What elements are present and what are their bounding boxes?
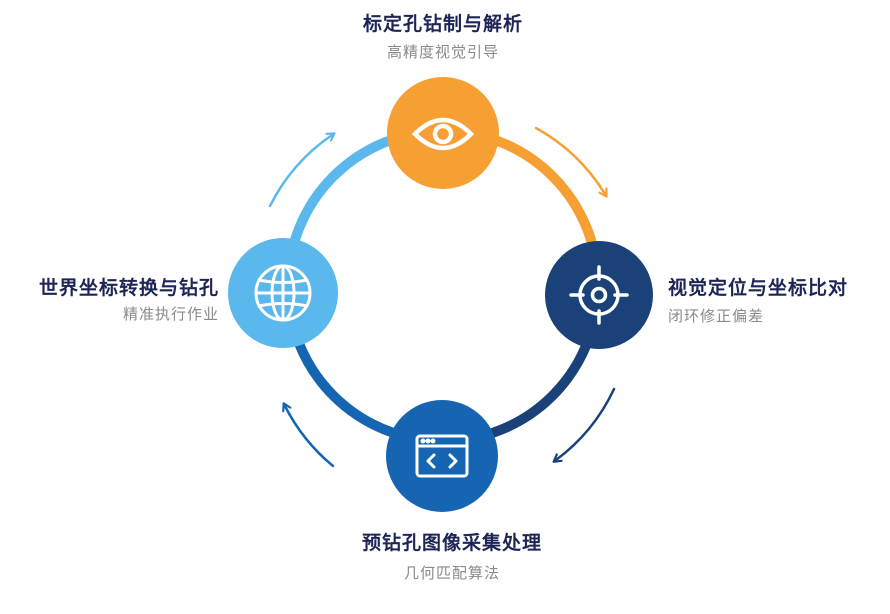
step-node-world-coordinate [228,238,338,348]
flow-arrow-top-left [268,135,332,208]
step-node-calibration [387,77,499,189]
flow-arrow-bottom-right [556,387,616,460]
step-subtitle-image-acquisition: 几何匹配算法 [403,564,501,582]
globe-icon [254,264,312,322]
step-title-calibration: 标定孔钻制与解析 [362,13,524,35]
step-title-visual-positioning: 视觉定位与坐标比对 [668,277,849,299]
crosshair-target-icon [569,265,629,325]
step-subtitle-calibration: 高精度视觉引导 [386,43,500,61]
step-title-world-coordinate: 世界坐标转换与钻孔 [38,277,219,299]
step-subtitle-visual-positioning: 闭环修正偏差 [668,307,765,325]
code-window-icon [415,434,469,478]
flow-arrow-top-right [534,126,605,194]
flow-arrow-bottom-left [285,406,335,468]
step-title-image-acquisition: 预钻孔图像采集处理 [361,532,543,554]
step-node-image-acquisition [386,400,498,512]
eye-icon [411,117,475,151]
step-node-visual-positioning [545,241,653,349]
step-subtitle-world-coordinate: 精准执行作业 [122,305,219,323]
